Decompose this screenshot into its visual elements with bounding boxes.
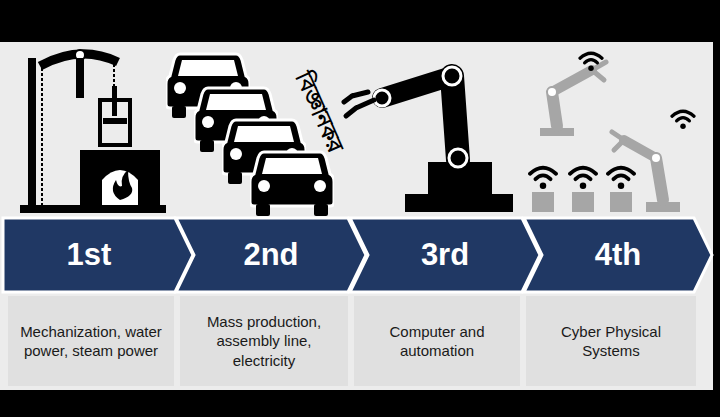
- chevron-fill: [524, 218, 712, 292]
- stage-description: Mass production, assembly line, electric…: [188, 312, 340, 371]
- stage-number: 4th: [595, 237, 642, 273]
- stage-number: 3rd: [421, 237, 469, 273]
- stage-chevron: 3rd: [350, 218, 540, 292]
- description-box: Computer and automation: [354, 296, 520, 386]
- stage-description: Mechanization, water power, steam power: [16, 322, 166, 361]
- stage-chevron: 2nd: [176, 218, 366, 292]
- networked-robots: [530, 53, 694, 212]
- stage-chevron: 4th: [524, 218, 712, 292]
- bottom-bar: [0, 390, 720, 417]
- stage-number: 2nd: [243, 237, 298, 273]
- stage-number: 1st: [67, 237, 112, 273]
- top-bar: [0, 0, 720, 42]
- steam-engine: [20, 50, 166, 213]
- description-box: Mechanization, water power, steam power: [8, 296, 174, 386]
- stage-description: Computer and automation: [362, 322, 512, 361]
- chevron-fill: [350, 218, 540, 292]
- stage-chevron: 1st: [3, 218, 193, 292]
- chevron-fill: [176, 218, 366, 292]
- stage-description: Cyber Physical Systems: [534, 322, 688, 361]
- panel-ground: [0, 42, 713, 390]
- chevron-fill: [3, 218, 193, 292]
- description-box: Cyber Physical Systems: [526, 296, 696, 386]
- robot-arm: [344, 67, 513, 212]
- description-box: Mass production, assembly line, electric…: [180, 296, 348, 386]
